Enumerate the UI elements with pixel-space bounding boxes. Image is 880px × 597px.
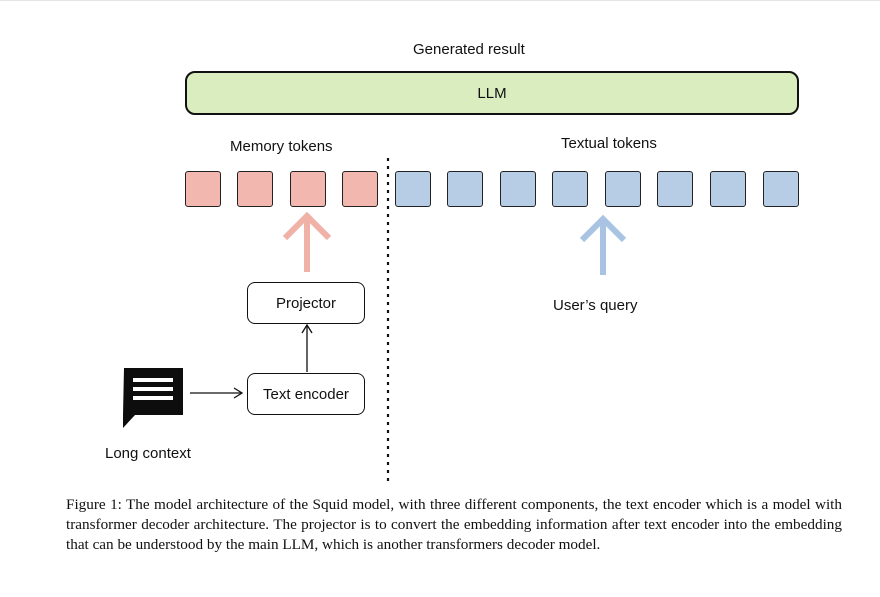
chat-bubble-icon <box>123 368 183 428</box>
memory-tokens-label: Memory tokens <box>230 138 333 155</box>
memory-token <box>185 171 221 207</box>
query-up-arrow <box>579 214 627 275</box>
textual-token <box>447 171 483 207</box>
textual-token <box>395 171 431 207</box>
projector-label: Projector <box>275 294 337 312</box>
generated-result-label: Generated result <box>413 41 525 58</box>
textual-token <box>710 171 746 207</box>
memory-up-arrow <box>282 211 332 272</box>
textual-token <box>763 171 799 207</box>
textual-token <box>552 171 588 207</box>
llm-block: LLM <box>185 71 799 115</box>
long-context-label: Long context <box>105 445 191 462</box>
page-top-border <box>0 0 880 1</box>
textual-token <box>605 171 641 207</box>
memory-token <box>290 171 326 207</box>
text-encoder-label: Text encoder <box>263 385 349 403</box>
memory-token <box>237 171 273 207</box>
figure-caption: Figure 1: The model architecture of the … <box>66 496 842 553</box>
textual-tokens-label: Textual tokens <box>561 135 657 152</box>
context-to-encoder-arrow <box>190 387 244 399</box>
users-query-label: User’s query <box>553 297 638 314</box>
text-encoder-box: Text encoder <box>247 373 365 415</box>
projector-box: Projector <box>247 282 365 324</box>
textual-token <box>657 171 693 207</box>
memory-token <box>342 171 378 207</box>
encoder-to-projector-arrow <box>301 323 313 372</box>
llm-label: LLM <box>477 84 507 102</box>
textual-token <box>500 171 536 207</box>
